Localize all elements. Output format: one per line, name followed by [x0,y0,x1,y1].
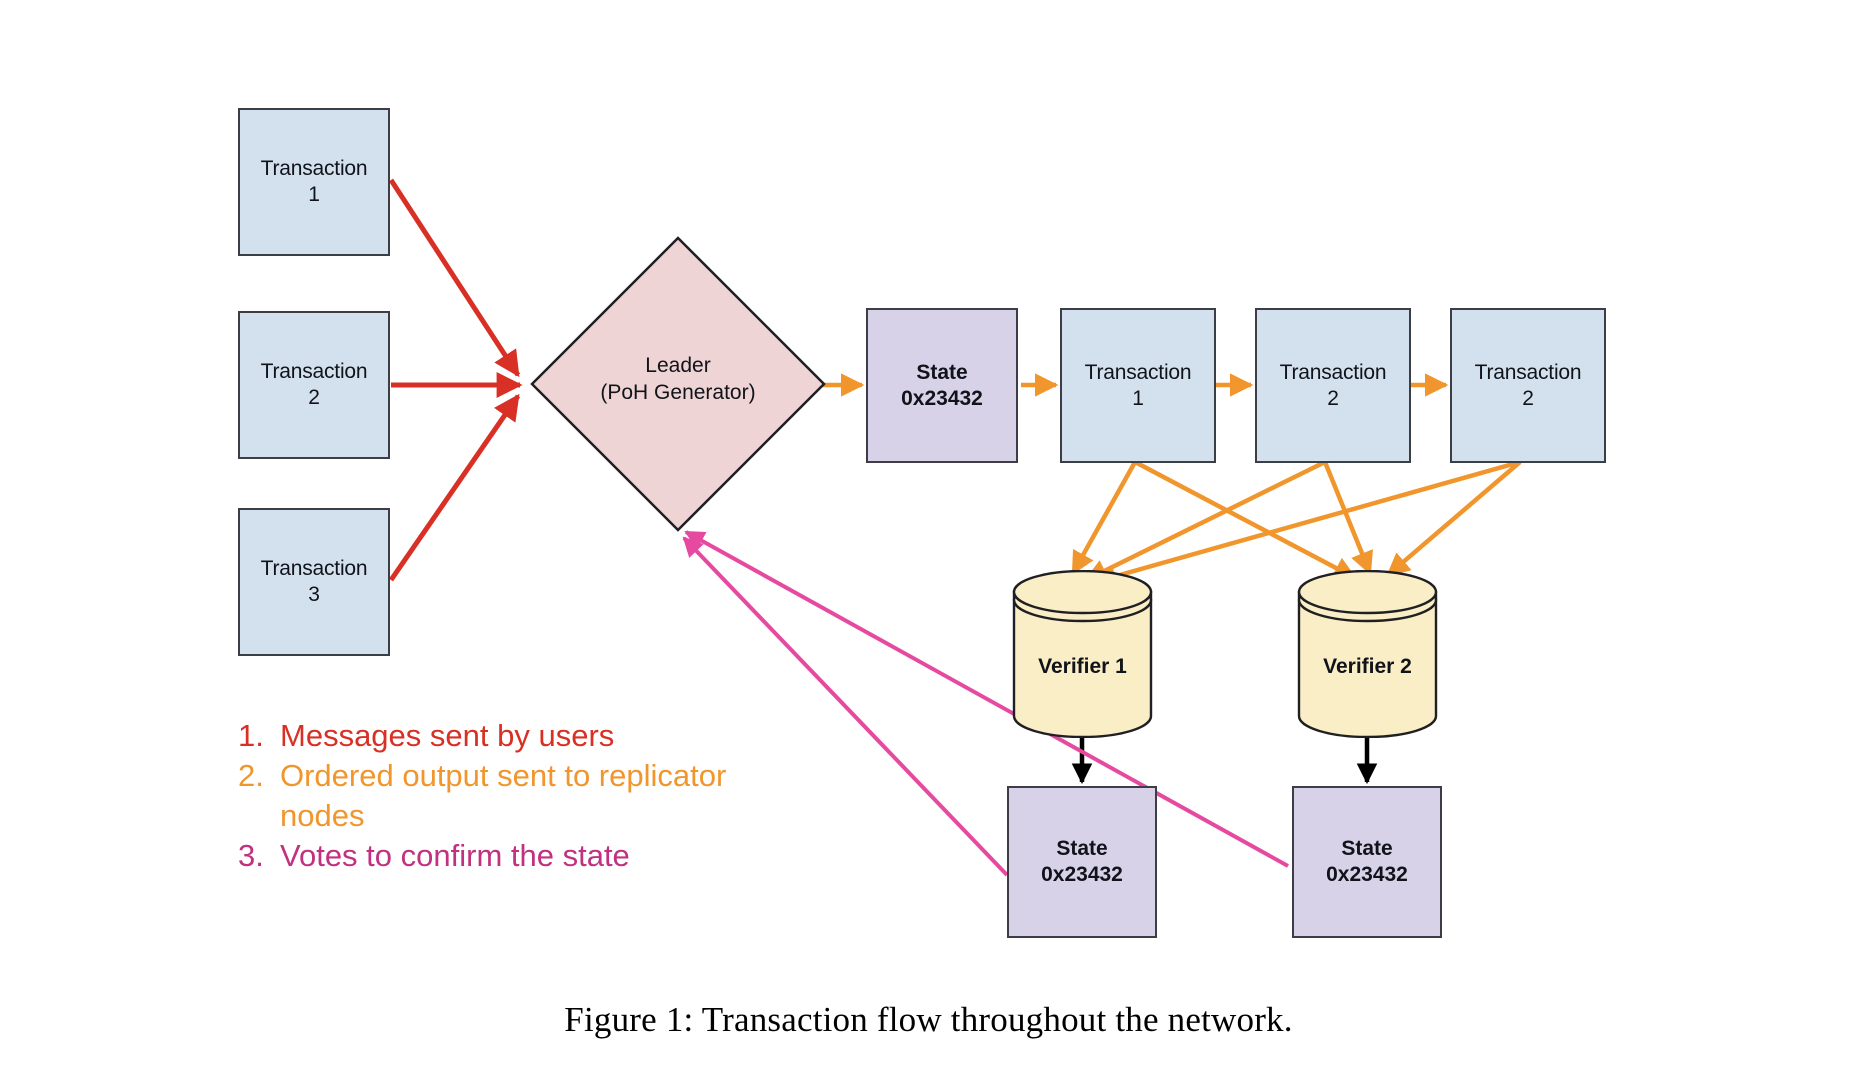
ledger-entry-2-number: 2 [1327,386,1339,410]
arrow-entry3-to-verifier2 [1386,460,1522,577]
arrow-state1-vote-to-leader [682,536,1009,877]
input-tx-1-number: 1 [308,183,320,206]
leader-node[interactable]: Leader (PoH Generator) [528,234,828,534]
arrows-verifier-state [1071,733,1378,785]
ledger-state-line2: 0x23432 [901,386,983,410]
legend-item-3-text: Votes to confirm the state [280,837,630,873]
arrow-entry3-to-verifier1 [1092,459,1521,588]
ledger-entry-2[interactable]: Transaction 2 [1255,308,1411,463]
leader-diamond-shape [530,236,826,532]
legend-item-2-number: 2. [238,757,264,793]
input-transaction-2[interactable]: Transaction 2 [238,311,390,459]
input-tx-3-name: Transaction [260,557,368,581]
verifier-1-cylinder-shape [1012,569,1153,739]
arrow-tx3-to-leader [388,393,521,582]
legend-item-2: 2. Ordered output sent to replicator nod… [238,756,758,836]
ledger-entry-2-name: Transaction [1279,360,1387,384]
input-transaction-1[interactable]: Transaction 1 [238,108,390,256]
input-tx-1-name: Transaction [260,157,368,181]
input-tx-2-number: 2 [308,386,320,409]
legend-item-2-text: Ordered output sent to replicator nodes [280,757,727,833]
arrows-votes [682,530,1289,877]
verifier-2-state-line2: 0x23432 [1326,863,1408,886]
verifier-2-cylinder-shape [1297,569,1438,739]
ledger-entry-3-name: Transaction [1474,360,1582,384]
ledger-entry-1-name: Transaction [1084,360,1192,384]
ledger-entry-1[interactable]: Transaction 1 [1060,308,1216,463]
verifier-2[interactable]: Verifier 2 [1295,569,1440,739]
legend-item-1-number: 1. [238,718,264,753]
arrow-tx1-to-leader [388,178,521,378]
arrow-entry1-to-verifier2 [1133,460,1358,580]
ledger-entry-3[interactable]: Transaction 2 [1450,308,1606,463]
ledger-entry-3-number: 2 [1522,386,1534,410]
input-transaction-3[interactable]: Transaction 3 [238,508,390,656]
arrow-entry2-to-verifier2 [1322,461,1373,576]
legend-item-1-text: Messages sent by users [280,718,615,753]
arrow-state2-vote-to-leader [684,530,1289,868]
legend-item-3: 3. Votes to confirm the state [238,836,758,876]
verifier-1[interactable]: Verifier 1 [1010,569,1155,739]
arrows-ordered-output [818,373,1522,588]
legend: 1. Messages sent by users 2. Ordered out… [238,716,758,876]
verifier-2-state-line1: State [1341,837,1393,861]
input-tx-3-number: 3 [308,583,320,606]
legend-item-3-number: 3. [238,837,264,873]
legend-item-1: 1. Messages sent by users [238,716,758,756]
figure-caption: Figure 1: Transaction flow throughout th… [564,1000,1293,1039]
ledger-state-box[interactable]: State 0x23432 [866,308,1018,463]
verifier-1-state-line1: State [1056,837,1108,861]
verifier-1-state-line2: 0x23432 [1041,863,1123,886]
arrow-entry2-to-verifier1 [1083,459,1326,583]
arrows-user-messages [388,178,523,582]
verifier-2-state-box[interactable]: State 0x23432 [1292,786,1442,938]
ledger-state-line1: State [916,360,968,384]
arrow-entry1-to-verifier1 [1071,460,1137,576]
input-tx-2-name: Transaction [260,360,368,384]
verifier-1-state-box[interactable]: State 0x23432 [1007,786,1157,938]
ledger-entry-1-number: 1 [1132,386,1144,410]
